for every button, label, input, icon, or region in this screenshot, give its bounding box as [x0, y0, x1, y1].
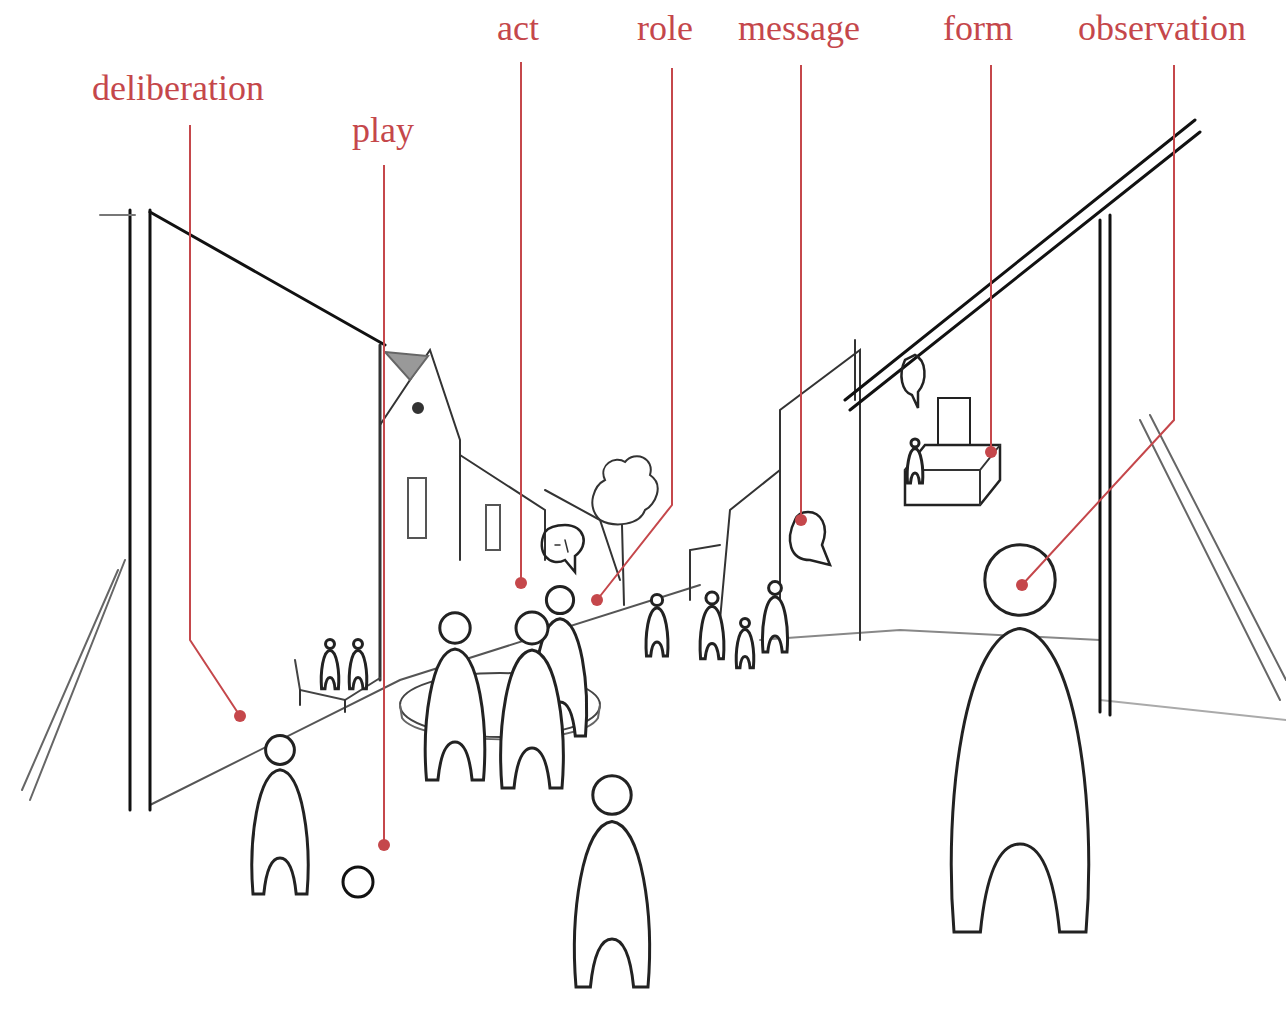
background-sketch [22, 120, 1286, 897]
callout-label: role [637, 8, 693, 48]
callout-label: play [352, 110, 414, 150]
callout-label: message [738, 8, 860, 48]
callout-label: act [497, 8, 539, 48]
leader-lines [190, 62, 1174, 845]
leader-dots [234, 446, 1028, 851]
callout-label: deliberation [92, 68, 264, 108]
people [252, 439, 1089, 987]
callout-label: observation [1078, 8, 1246, 48]
callout-label: form [943, 8, 1013, 48]
